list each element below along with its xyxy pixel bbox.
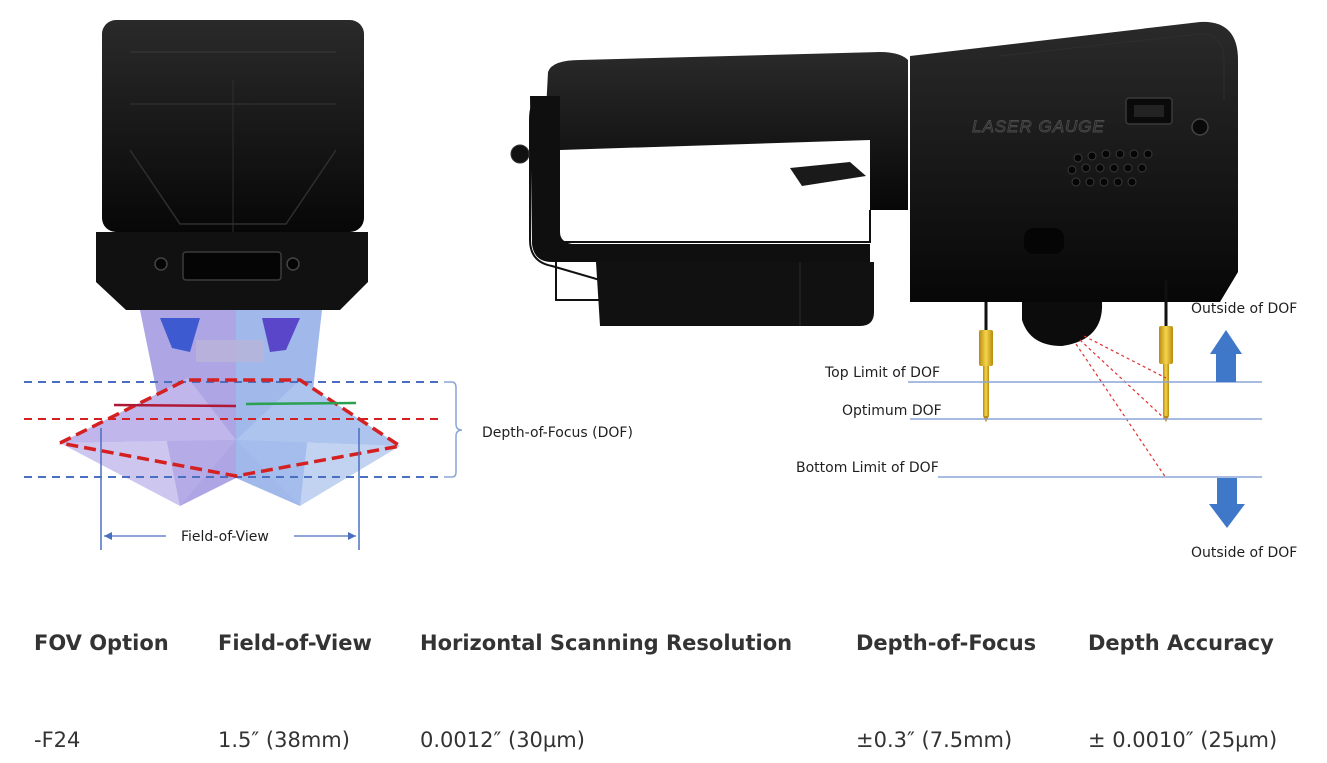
table-header-row: FOV Option Field-of-View Horizontal Scan… xyxy=(34,622,1298,664)
probe-right xyxy=(1159,280,1173,422)
specs-table-section: FOV Option Field-of-View Horizontal Scan… xyxy=(0,600,1327,760)
cell-field-of-view: 1.5″ (38mm) xyxy=(218,728,350,752)
col-header-fov-option: FOV Option xyxy=(34,631,169,655)
outside-dof-top-label: Outside of DOF xyxy=(1191,301,1297,317)
laser-lines xyxy=(1075,335,1167,479)
col-header-field-of-view: Field-of-View xyxy=(218,631,372,655)
cell-fov-option: -F24 xyxy=(34,728,81,752)
front-view-device xyxy=(96,20,368,310)
table-row: -F24 1.5″ (38mm) 0.0012″ (30µm) ±0.3″ (7… xyxy=(34,664,1298,758)
bottom-limit-label: Bottom Limit of DOF xyxy=(796,460,939,476)
diagram-svg: Depth-of-Focus (DOF) Field-of-View xyxy=(24,20,1297,561)
cell-depth-of-focus: ±0.3″ (7.5mm) xyxy=(856,728,1013,752)
dof-label: Depth-of-Focus (DOF) xyxy=(482,425,633,441)
scanner-diagram: Depth-of-Focus (DOF) Field-of-View xyxy=(24,20,1297,561)
top-limit-label: Top Limit of DOF xyxy=(824,365,940,381)
optimum-dof-label: Optimum DOF xyxy=(842,403,942,419)
brand-logo: LASER GAUGE xyxy=(972,117,1105,136)
col-header-depth-accuracy: Depth Accuracy xyxy=(1088,631,1274,655)
dof-guide-lines xyxy=(908,381,1262,478)
fov-label: Field-of-View xyxy=(181,529,269,545)
col-header-resolution: Horizontal Scanning Resolution xyxy=(420,631,793,655)
arrow-down-icon xyxy=(1209,478,1245,528)
fov-dimension xyxy=(100,428,360,550)
cell-depth-accuracy: ± 0.0010″ (25µm) xyxy=(1088,728,1278,752)
col-header-depth-of-focus: Depth-of-Focus xyxy=(856,631,1037,655)
cell-resolution: 0.0012″ (30µm) xyxy=(420,728,585,752)
probe-left xyxy=(979,302,993,422)
scan-profile xyxy=(59,378,405,478)
dof-bracket xyxy=(444,381,463,478)
specs-table: FOV Option Field-of-View Horizontal Scan… xyxy=(34,622,1298,758)
side-view-device: LASER GAUGE xyxy=(510,21,1238,346)
outside-dof-bottom-label: Outside of DOF xyxy=(1191,545,1297,561)
emitter-lenses xyxy=(160,318,300,362)
arrow-up-icon xyxy=(1210,330,1242,382)
